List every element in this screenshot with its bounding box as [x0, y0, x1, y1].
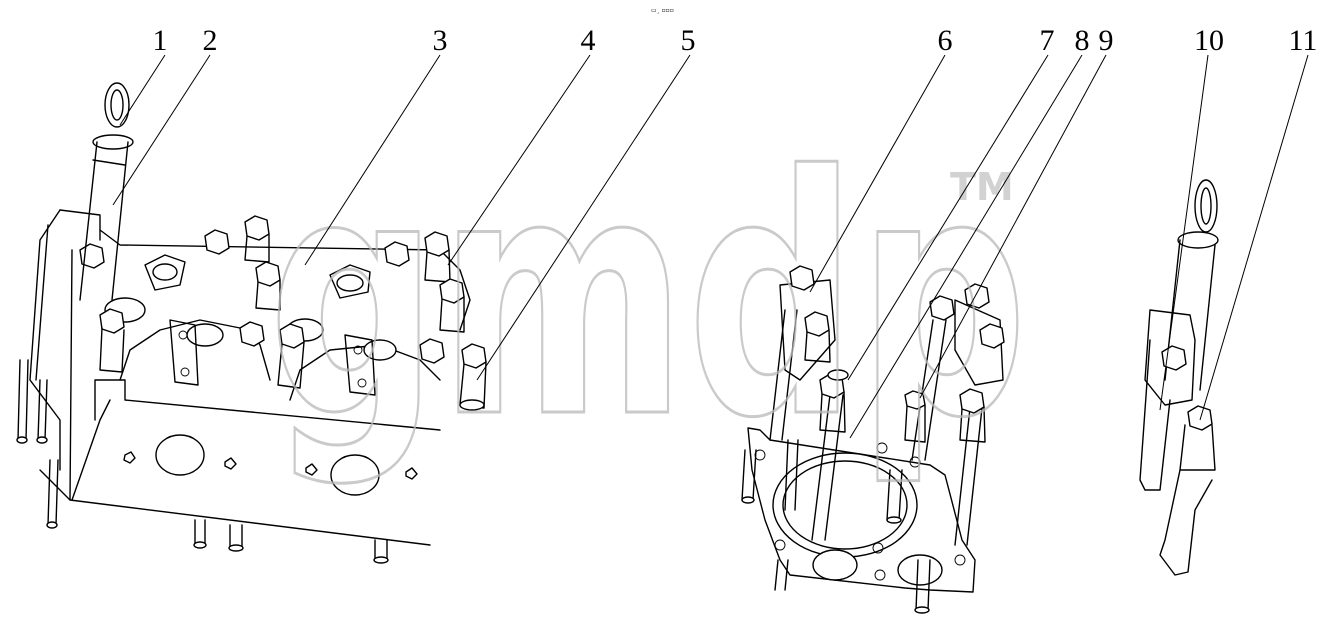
watermark-tm: TM: [950, 165, 1014, 209]
leader-8: [849, 54, 1083, 439]
leader-9: [919, 54, 1107, 399]
callout-leaders: [112, 54, 1309, 439]
lifting-eye-part: [59, 82, 134, 301]
top-mark: ▭¸ ▫▫▫: [651, 7, 674, 14]
leader-10: [1159, 54, 1209, 411]
callout-6: 6: [938, 24, 953, 57]
callout-1: 1: [153, 24, 168, 57]
callout-7: 7: [1040, 24, 1055, 57]
callout-10: 10: [1194, 24, 1224, 57]
leader-2: [112, 54, 211, 206]
callout-11: 11: [1289, 24, 1318, 57]
leader-6: [809, 54, 946, 293]
leader-4: [447, 54, 591, 266]
leader-1: [119, 54, 166, 126]
lifting-eye-bracket-assembly: [1139, 179, 1219, 576]
callout-5: 5: [681, 24, 696, 57]
cylinder-head-assembly: [16, 82, 487, 564]
callout-9: 9: [1099, 24, 1114, 57]
gmdp-watermark: gmdp TM: [267, 105, 1030, 492]
callout-2: 2: [203, 24, 218, 57]
gasket-stud-assembly: [741, 265, 1005, 614]
leader-3: [304, 54, 441, 266]
watermark-text: gmdp: [268, 106, 1028, 490]
leader-7: [847, 54, 1049, 381]
leader-5: [476, 54, 691, 381]
leader-11: [1199, 54, 1309, 421]
callout-4: 4: [581, 24, 596, 57]
callout-3: 3: [433, 24, 448, 57]
callout-numbers: 1 2 3 4 5 6 7 8 9 10 11: [153, 24, 1318, 57]
callout-8: 8: [1075, 24, 1090, 57]
